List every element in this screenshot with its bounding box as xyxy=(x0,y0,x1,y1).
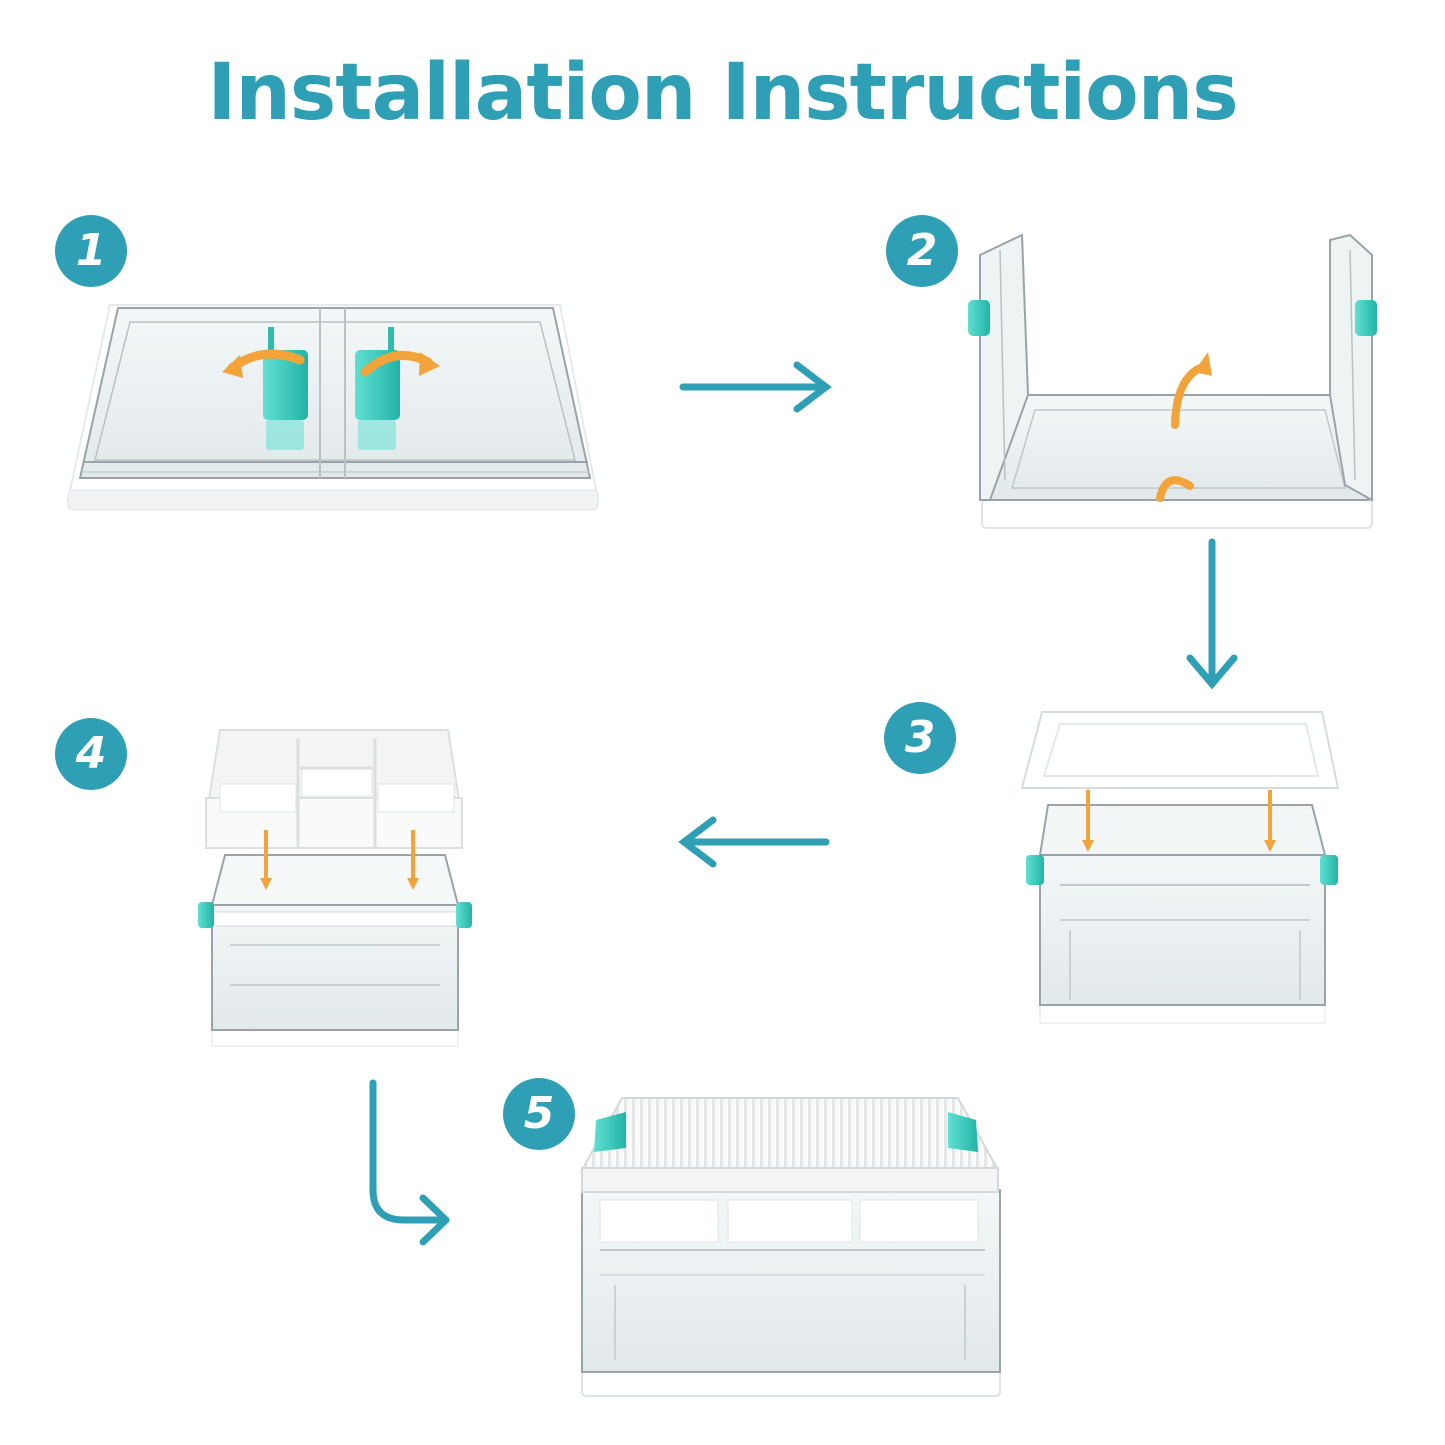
step-1-folded-box-illustration xyxy=(66,304,600,511)
step-3-badge: 3 xyxy=(884,702,956,774)
step-4-tray-illustration xyxy=(198,729,472,1047)
arrow-left-3-to-4 xyxy=(678,816,830,868)
step-1-badge: 1 xyxy=(55,215,127,287)
arrow-right-1-to-2 xyxy=(679,361,832,413)
step-3-frame-illustration xyxy=(1020,711,1340,1024)
arrow-down-2-to-3 xyxy=(1186,538,1238,690)
arrow-curved-4-to-5 xyxy=(369,1079,450,1246)
step-4-badge: 4 xyxy=(55,718,127,790)
page-title: Installation Instructions xyxy=(207,48,1238,138)
step-2-open-sides-illustration xyxy=(968,233,1377,529)
step-2-badge: 2 xyxy=(886,215,958,287)
step-5-finished-box-illustration xyxy=(580,1097,1001,1397)
step-5-badge: 5 xyxy=(503,1078,575,1150)
